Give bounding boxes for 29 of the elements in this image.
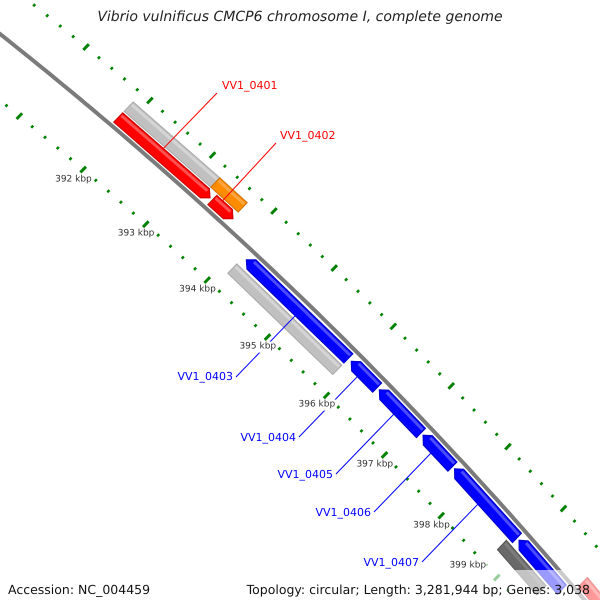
scale-label: 392 kbp xyxy=(54,174,93,185)
scale-label: 398 kbp xyxy=(412,520,451,532)
gene-feature xyxy=(207,194,234,220)
scale-label: 397 kbp xyxy=(355,460,394,470)
scale-label: 393 kbp xyxy=(116,228,156,240)
gene-feature xyxy=(350,360,382,394)
gene-feature xyxy=(112,112,211,198)
diagram-title: Vibrio vulnificus CMCP6 chromosome I, complete genome xyxy=(96,9,504,26)
gene-label: VV1_0406 xyxy=(315,506,371,520)
leader-line xyxy=(374,452,432,512)
leader-line xyxy=(336,414,394,474)
leader-line xyxy=(163,92,218,149)
gene-label: VV1_0405 xyxy=(277,468,333,482)
leader-line xyxy=(222,142,276,202)
scale-label: 394 kbp xyxy=(178,284,217,296)
accession-text: Accession: NC_004459 xyxy=(8,582,150,597)
leader-line xyxy=(422,504,478,562)
gene-label: VV1_0401 xyxy=(222,79,278,92)
gene-feature xyxy=(378,389,426,438)
scale-label: 396 kbp xyxy=(298,400,336,411)
scale-label: 395 kbp xyxy=(238,342,278,353)
genome-info-text: Topology: circular; Length: 3,281,944 bp; Genes: 3,038 xyxy=(246,582,590,597)
gene-feature xyxy=(422,434,458,472)
scale-label: 399 kbp xyxy=(448,560,488,572)
gene-label: VV1_0404 xyxy=(240,431,296,444)
gene-label: VV1_0403 xyxy=(177,370,233,384)
gene-label: VV1_0407 xyxy=(363,556,419,570)
gene-feature xyxy=(454,468,522,544)
gene-label: VV1_0402 xyxy=(280,129,336,142)
